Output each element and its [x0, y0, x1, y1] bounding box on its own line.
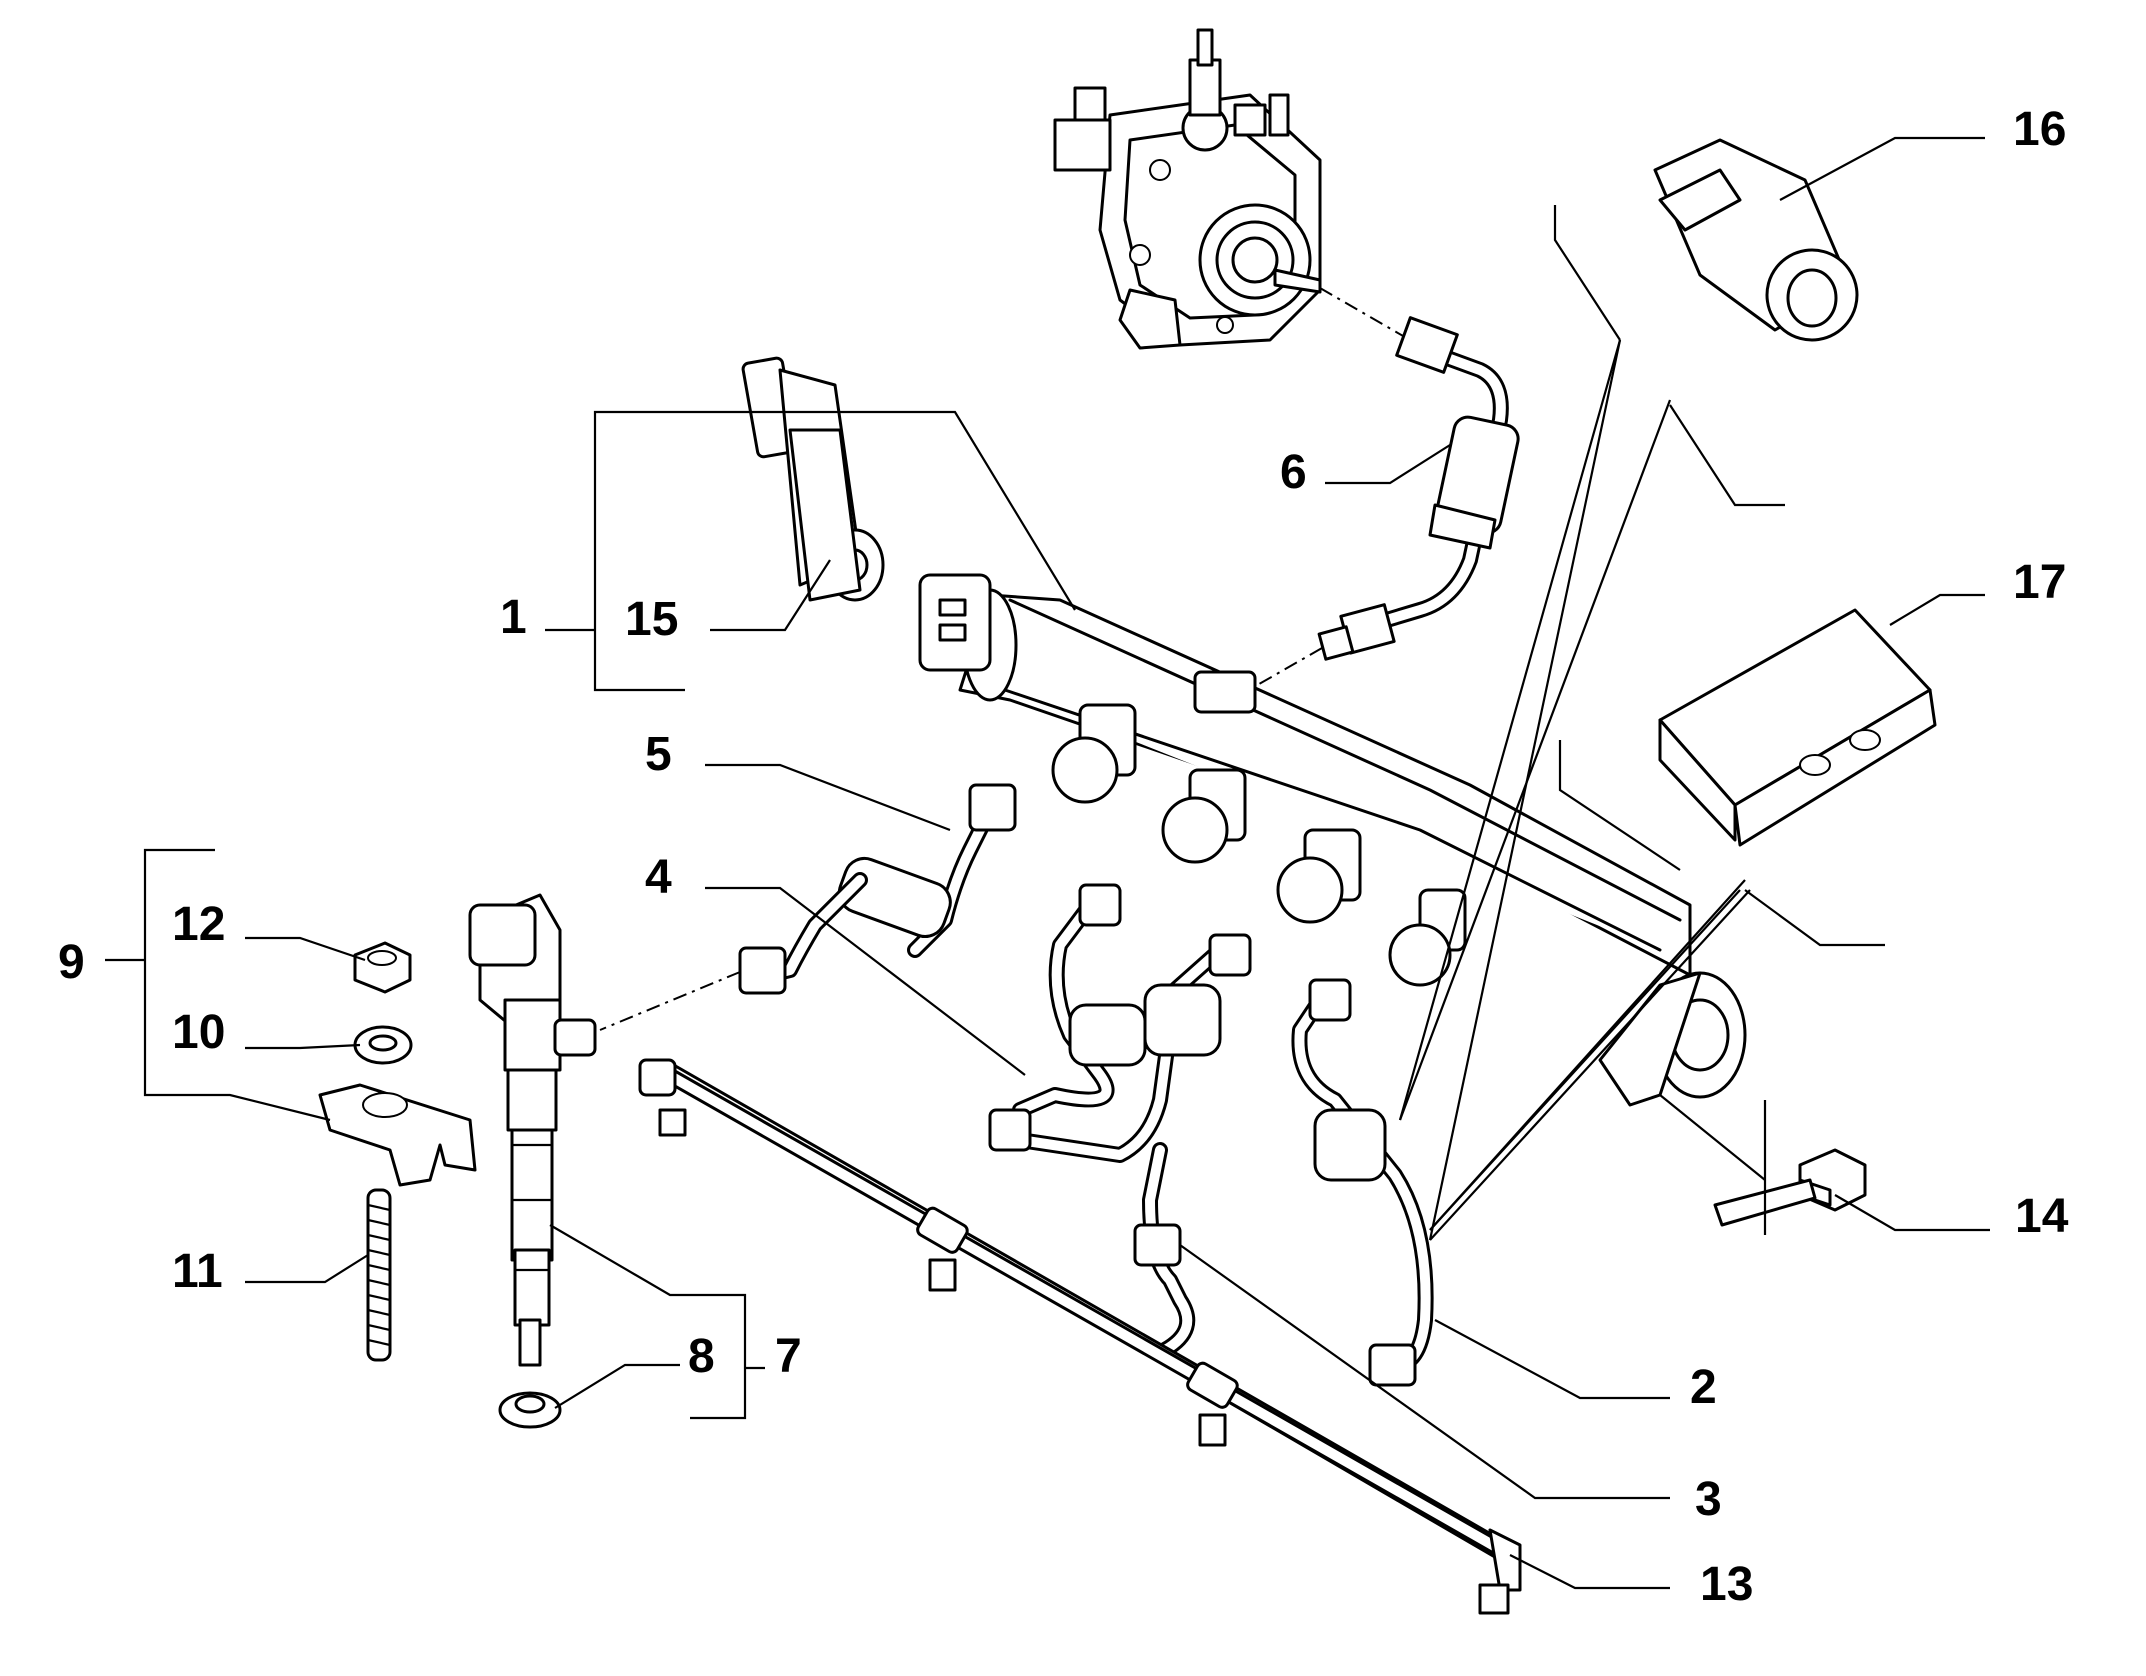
high-pressure-pump — [1053, 28, 1322, 350]
washer-8 — [498, 1391, 562, 1429]
callout-9: 9 — [58, 936, 85, 989]
common-rail — [918, 573, 1747, 1107]
nut-12 — [353, 941, 412, 994]
callout-6: 6 — [1280, 446, 1307, 499]
callout-11: 11 — [172, 1245, 223, 1298]
pipe-5 — [837, 783, 1017, 958]
part-16 — [1653, 138, 1859, 342]
callout-3: 3 — [1695, 1473, 1722, 1526]
callout-5: 5 — [645, 728, 672, 781]
clamp — [318, 1083, 477, 1187]
washer-10 — [353, 1025, 413, 1065]
callout-4: 4 — [645, 851, 672, 904]
callout-8: 8 — [688, 1330, 715, 1383]
pipe-4 — [599, 872, 868, 1031]
pipe-2 — [1291, 978, 1434, 1387]
callout-7: 7 — [775, 1330, 802, 1383]
callout-2: 2 — [1690, 1361, 1717, 1414]
injector-7 — [468, 893, 597, 1367]
callout-labels: 1 2 3 4 5 6 7 8 9 10 11 12 13 14 15 16 1… — [58, 103, 2069, 1611]
callout-14: 14 — [2015, 1190, 2069, 1243]
callout-13: 13 — [1700, 1558, 1753, 1611]
stud-11 — [366, 1188, 392, 1362]
callout-17: 17 — [2013, 556, 2066, 609]
leader-lines — [105, 136, 1990, 1590]
return-line-13 — [638, 1058, 1522, 1615]
bolt-14 — [1713, 1148, 1867, 1227]
pipe-6 — [1317, 316, 1520, 661]
callout-12: 12 — [172, 898, 225, 951]
callout-1: 1 — [500, 591, 527, 644]
callout-10: 10 — [172, 1006, 225, 1059]
part-17 — [1658, 608, 1937, 847]
callout-15: 15 — [625, 593, 678, 646]
callout-16: 16 — [2013, 103, 2066, 156]
pipe-3 — [988, 883, 1252, 1358]
pressure-sensor-15 — [741, 356, 885, 602]
